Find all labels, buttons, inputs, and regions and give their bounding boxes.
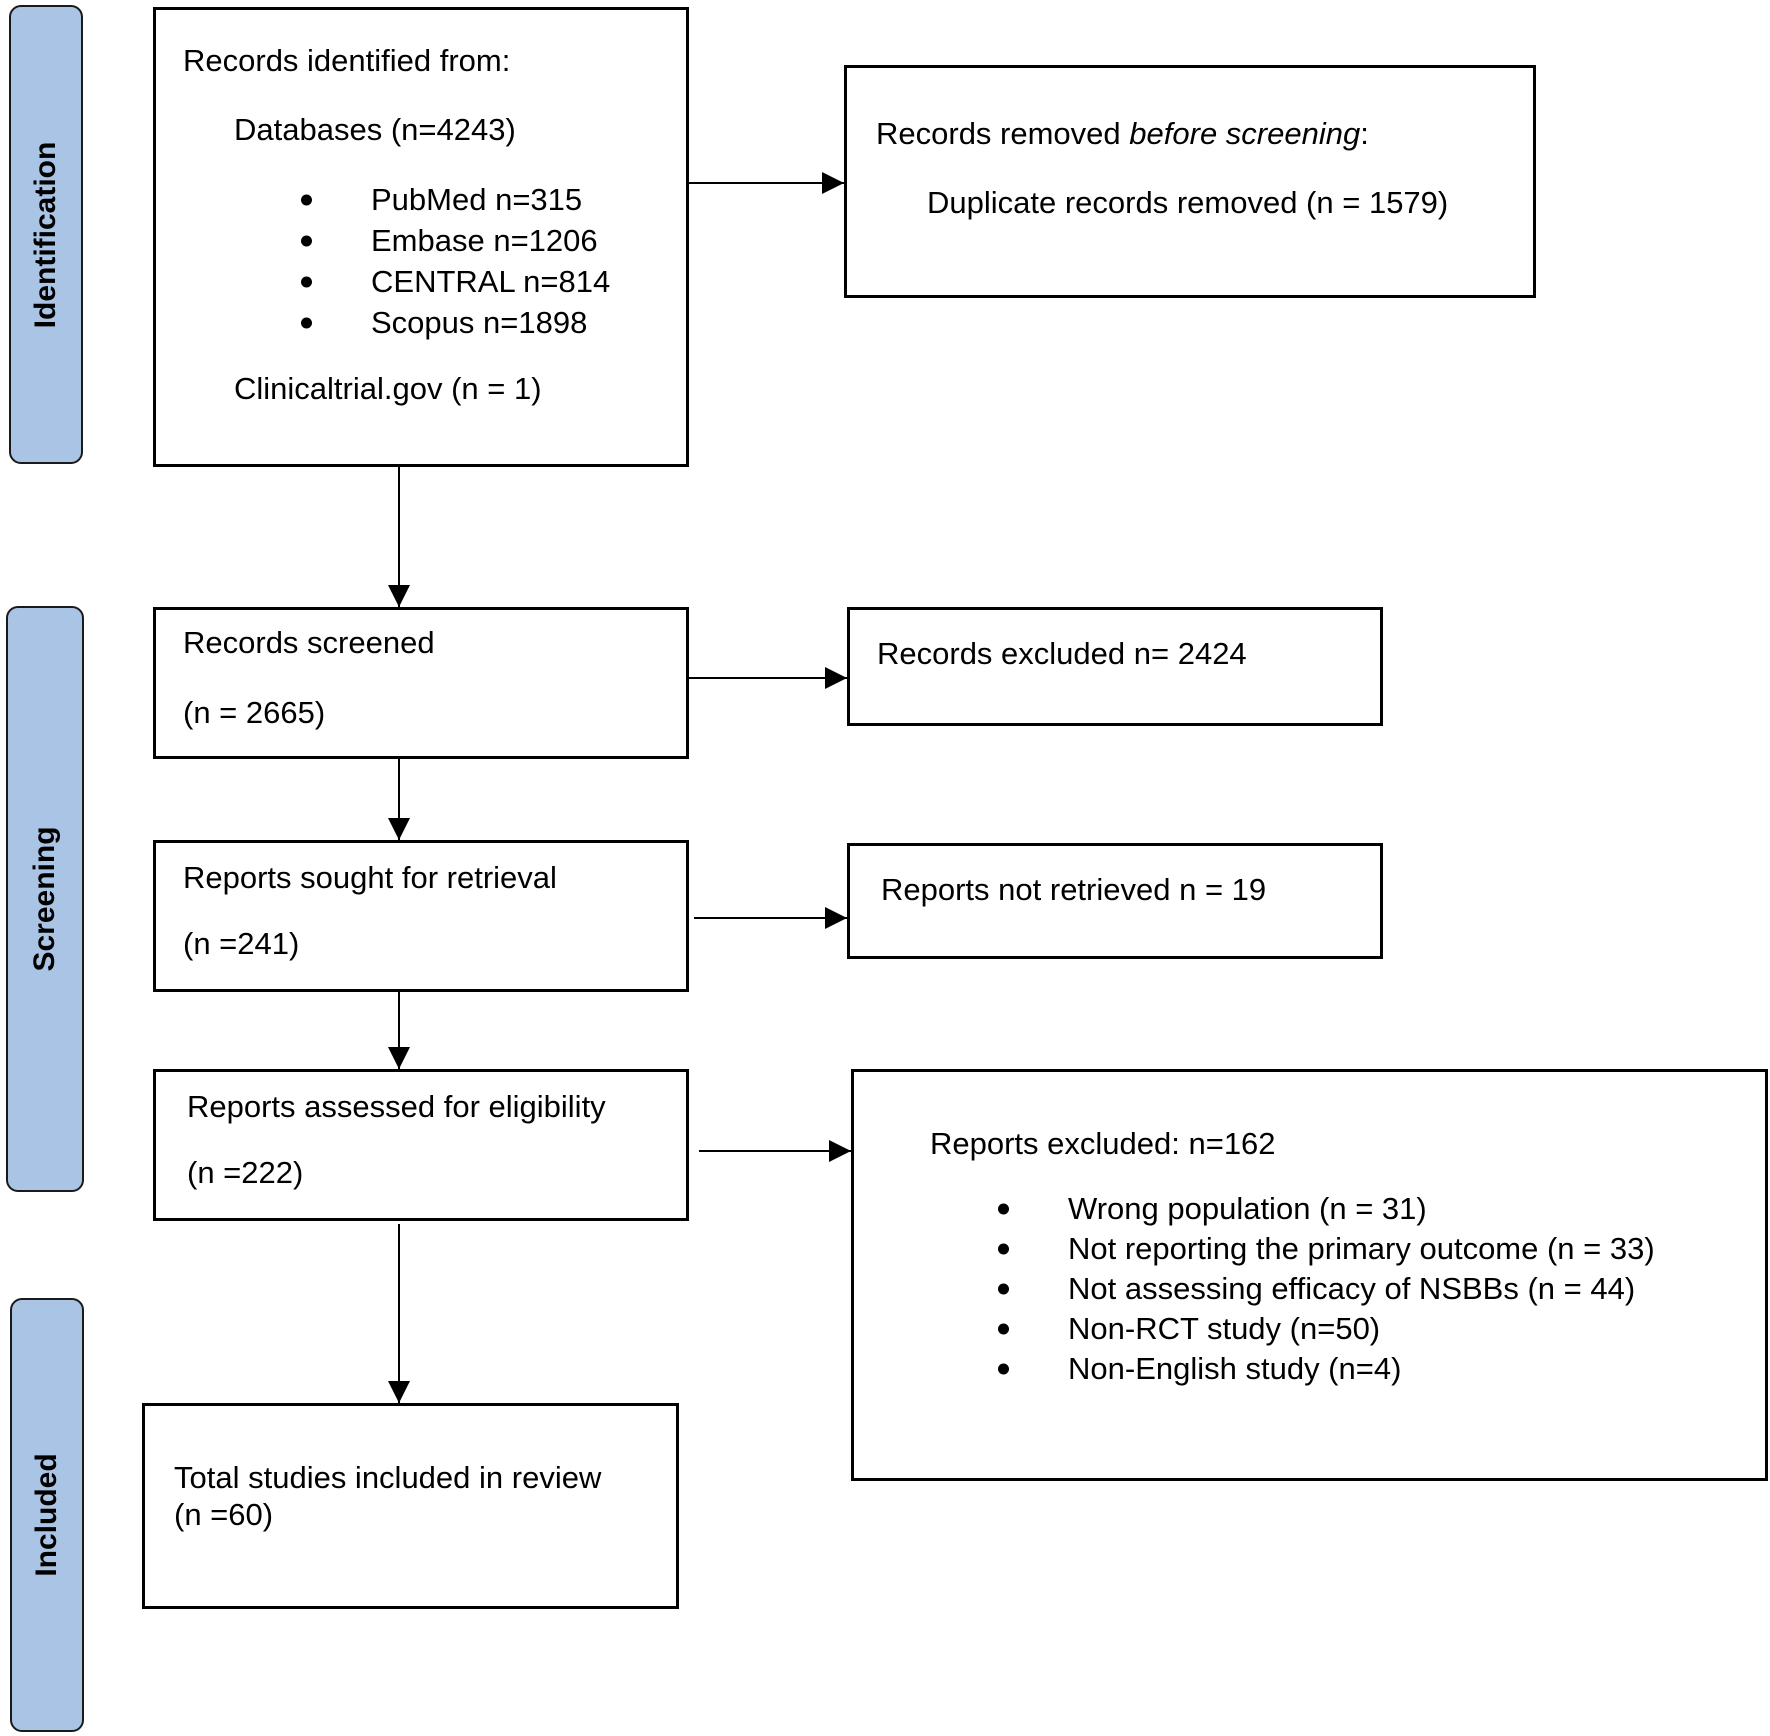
studies-included-label: Total studies included in review [174, 1460, 602, 1495]
records-removed-title-end: : [1360, 116, 1369, 151]
duplicates-removed: Duplicate records removed (n = 1579) [927, 185, 1449, 220]
records-removed-title-start: Records removed [876, 116, 1130, 151]
phase-identification: Identification [9, 5, 83, 464]
records-screened-count: (n = 2665) [183, 695, 326, 730]
reports-sought-box: Reports sought for retrieval (n =241) [153, 840, 689, 992]
records-screened-box: Records screened (n = 2665) [153, 607, 689, 759]
reports-assessed-label: Reports assessed for eligibility [187, 1089, 606, 1124]
database-source: Embase n=1206 [301, 220, 610, 261]
reports-not-retrieved-label: Reports not retrieved n = 19 [881, 872, 1267, 907]
reports-excluded-title: Reports excluded: n=162 [930, 1126, 1276, 1161]
databases-count: Databases (n=4243) [234, 112, 516, 147]
records-screened-label: Records screened [183, 625, 435, 660]
studies-included-box: Total studies included in review (n =60) [142, 1403, 679, 1609]
records-removed-box: Records removed before screening: Duplic… [844, 65, 1536, 298]
clinicaltrials-count: Clinicaltrial.gov (n = 1) [234, 371, 542, 406]
reports-sought-label: Reports sought for retrieval [183, 860, 557, 895]
exclusion-reason-list: Wrong population (n = 31) Not reporting … [998, 1189, 1655, 1389]
database-source: PubMed n=315 [301, 179, 610, 220]
records-excluded-label: Records excluded n= 2424 [877, 636, 1247, 671]
reports-not-retrieved-box: Reports not retrieved n = 19 [847, 843, 1383, 959]
records-identified-title: Records identified from: [183, 43, 511, 78]
reports-assessed-box: Reports assessed for eligibility (n =222… [153, 1069, 689, 1221]
reports-sought-count: (n =241) [183, 926, 300, 961]
reports-excluded-box: Reports excluded: n=162 Wrong population… [851, 1069, 1768, 1481]
exclusion-reason: Wrong population (n = 31) [998, 1189, 1655, 1229]
phase-included: Included [10, 1298, 84, 1732]
exclusion-reason: Not assessing efficacy of NSBBs (n = 44) [998, 1269, 1655, 1309]
database-source-list: PubMed n=315 Embase n=1206 CENTRAL n=814… [301, 179, 610, 343]
records-removed-title: Records removed before screening: [876, 115, 1369, 152]
exclusion-reason: Non-English study (n=4) [998, 1349, 1655, 1389]
database-source: Scopus n=1898 [301, 302, 610, 343]
exclusion-reason: Non-RCT study (n=50) [998, 1309, 1655, 1349]
phase-screening: Screening [6, 606, 84, 1192]
database-source: CENTRAL n=814 [301, 261, 610, 302]
studies-included-count: (n =60) [174, 1497, 274, 1532]
exclusion-reason: Not reporting the primary outcome (n = 3… [998, 1229, 1655, 1269]
records-identified-box: Records identified from: Databases (n=42… [153, 7, 689, 467]
reports-assessed-count: (n =222) [187, 1155, 304, 1190]
records-removed-title-emphasis: before screening [1129, 116, 1361, 151]
records-excluded-box: Records excluded n= 2424 [847, 607, 1383, 726]
